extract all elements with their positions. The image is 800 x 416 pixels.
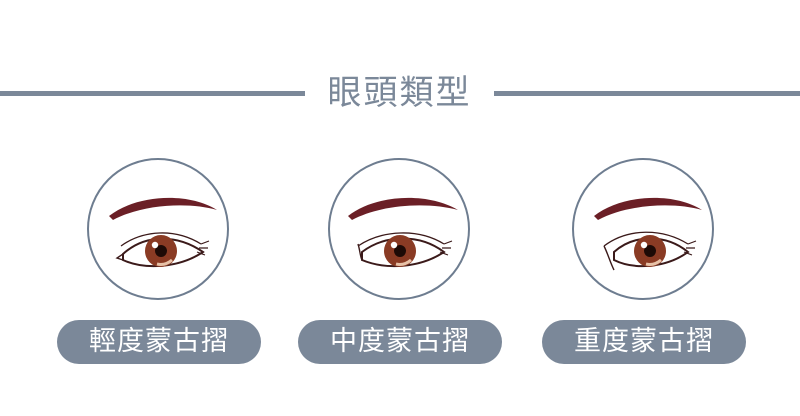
eye-type-label-mild: 輕度蒙古摺 [57, 320, 261, 364]
eye-illustration-icon [328, 158, 470, 300]
eye-type-label-severe: 重度蒙古摺 [542, 320, 746, 364]
eye-illustration-icon [87, 158, 229, 300]
eyebrow-icon [109, 197, 217, 220]
eye-type-label-moderate: 中度蒙古摺 [298, 320, 502, 364]
title-divider-right [494, 91, 800, 96]
eye-type-card-severe: 重度蒙古摺 [522, 150, 766, 370]
eye-type-card-moderate: 中度蒙古摺 [278, 150, 522, 370]
title-row: 眼頭類型 [0, 72, 800, 114]
eyebrow-icon [594, 197, 702, 220]
eye-illustration-icon [572, 158, 714, 300]
eye-type-card-mild: 輕度蒙古摺 [37, 150, 281, 370]
page-title: 眼頭類型 [327, 73, 472, 113]
eyebrow-icon [348, 197, 458, 220]
title-divider-left [0, 91, 305, 96]
